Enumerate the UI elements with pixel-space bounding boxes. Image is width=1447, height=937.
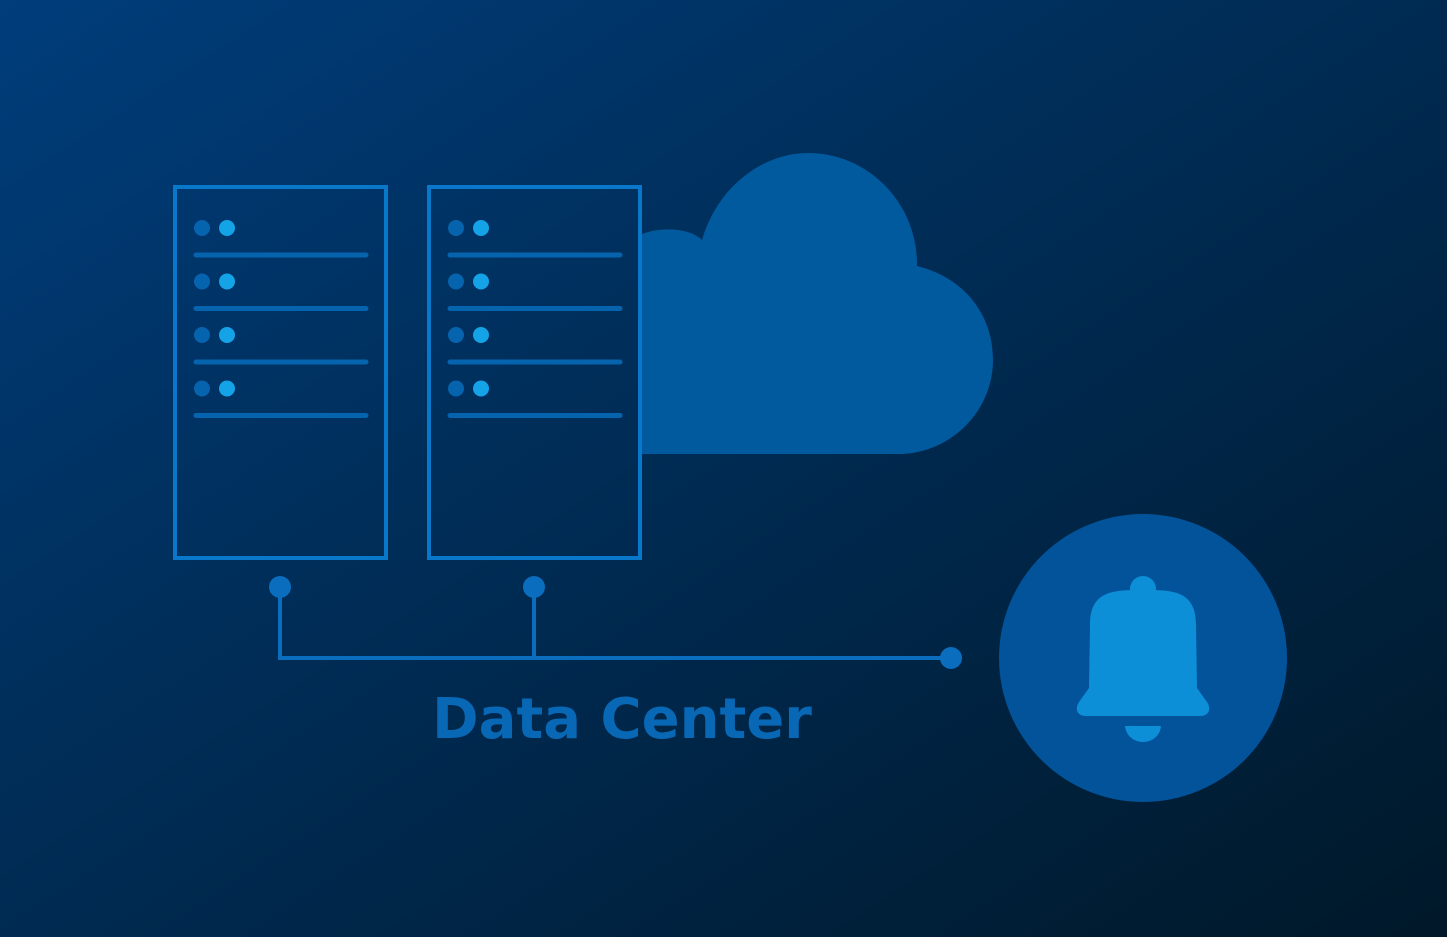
server-rack-frame [427,185,642,560]
rack-led-dim [194,380,210,397]
rack-led-dim [194,327,210,343]
server-rack-icon [173,185,388,560]
server-rack-frame [173,185,388,560]
rack-led-dim [194,220,210,236]
rack-led-dim [448,220,464,236]
server-racks [173,185,642,560]
rack-led-bright [219,220,235,236]
connector-node-right [523,576,545,598]
rack-led-dim [448,273,464,290]
rack-led-bright [473,380,489,397]
rack-led-bright [473,220,489,236]
rack-led-bright [219,327,235,343]
rack-led-bright [219,273,235,290]
cloud-icon [640,152,993,454]
rack-led-dim [448,327,464,343]
diagram-label: Data Center [432,687,812,752]
server-rack-icon [427,185,642,560]
rack-led-dim [448,380,464,397]
rack-led-dim [194,273,210,290]
rack-led-bright [219,380,235,397]
rack-led-bright [473,327,489,343]
connector-node-end [940,647,962,669]
bell-notification [999,514,1287,802]
connector-node-left [269,576,291,598]
connector-lines [269,576,962,669]
rack-led-bright [473,273,489,290]
bell-icon [1076,576,1210,742]
